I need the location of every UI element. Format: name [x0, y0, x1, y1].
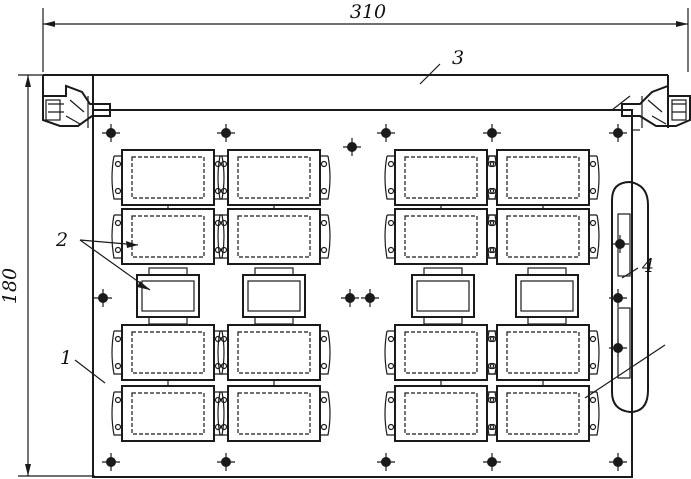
- relay-cell: [384, 324, 498, 381]
- leader-lines: [74, 63, 666, 399]
- cell-grid: [111, 149, 600, 442]
- small-modules: [136, 267, 579, 325]
- bolt-mark: [609, 289, 627, 307]
- relay-cell: [217, 208, 331, 265]
- callout-2: 2: [55, 229, 68, 251]
- height-dimension-label: 180: [0, 268, 21, 304]
- relay-cell: [486, 208, 600, 265]
- small-module: [515, 267, 579, 325]
- width-dimension: 310: [42, 1, 689, 72]
- width-dimension-label: 310: [350, 1, 386, 23]
- bolt-mark: [483, 124, 501, 142]
- bolt-mark: [341, 289, 359, 307]
- relay-cell: [111, 208, 225, 265]
- bolt-mark: [361, 289, 379, 307]
- bolt-mark: [94, 289, 112, 307]
- left-flange: [42, 84, 111, 128]
- relay-cell: [486, 324, 600, 381]
- small-module: [242, 267, 306, 325]
- bolt-mark: [609, 339, 627, 357]
- relay-cell: [111, 149, 225, 206]
- leader-line-4b: [584, 344, 666, 399]
- bolt-mark: [609, 453, 627, 471]
- bolt-mark: [611, 235, 629, 253]
- bolt-mark: [102, 453, 120, 471]
- callout-1: 1: [60, 347, 72, 369]
- leader-line-1: [74, 359, 106, 384]
- bolt-mark: [343, 138, 361, 156]
- relay-cell: [111, 385, 225, 442]
- bolt-mark: [217, 124, 235, 142]
- relay-cell: [384, 149, 498, 206]
- leader-line-3: [419, 63, 441, 85]
- leader-line-2b: [79, 239, 151, 291]
- top-cover: [42, 74, 669, 128]
- callout-3: 3: [452, 47, 464, 69]
- relay-cell: [384, 385, 498, 442]
- bolt-mark: [102, 124, 120, 142]
- relay-cell: [486, 385, 600, 442]
- bolt-mark: [377, 124, 395, 142]
- small-module: [411, 267, 475, 325]
- relay-cell: [217, 149, 331, 206]
- relay-cell: [486, 149, 600, 206]
- height-dimension: 180: [0, 74, 95, 477]
- bolt-mark: [217, 453, 235, 471]
- bolt-mark: [609, 124, 627, 142]
- relay-cell: [111, 324, 225, 381]
- small-module: [136, 267, 200, 325]
- relay-cell: [384, 208, 498, 265]
- bolt-mark: [377, 453, 395, 471]
- relay-cell: [217, 385, 331, 442]
- bolt-mark: [483, 453, 501, 471]
- relay-cell: [217, 324, 331, 381]
- mounting-bolts: [94, 124, 629, 471]
- leader-line-4: [621, 267, 639, 279]
- base-panel: [92, 109, 640, 478]
- callout-4: 4: [641, 255, 654, 277]
